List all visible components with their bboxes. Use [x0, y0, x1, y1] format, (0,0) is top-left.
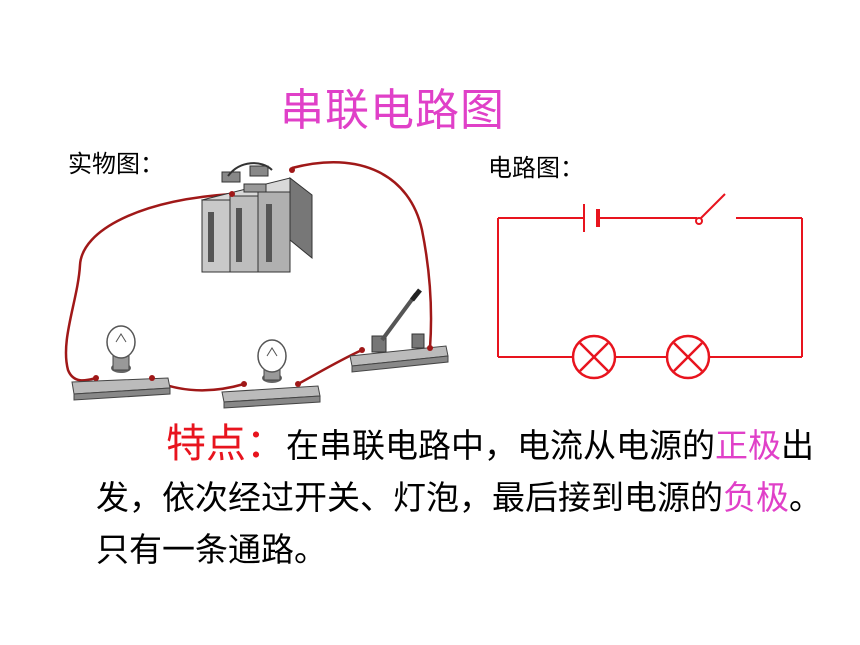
text-part-1: 在串联电路中，电流从电源的: [286, 426, 715, 465]
physical-diagram-label: 实物图：: [68, 150, 164, 178]
switch-symbol: [695, 193, 726, 225]
wire-bulb-to-switch: [297, 348, 363, 386]
battery-pack: [200, 162, 313, 273]
wire-battery-to-bulb: [64, 192, 233, 382]
lamp-2-symbol: [665, 334, 711, 380]
characteristics-heading: 特点：: [166, 421, 286, 467]
text-part-3: 。只有一条通路。: [96, 478, 822, 569]
characteristics-paragraph: 特点：在串联电路中，电流从电源的正极出发，依次经过开关、灯泡，最后接到电源的负极…: [96, 418, 826, 576]
lamp-1-symbol: [571, 334, 617, 380]
bulb-2: [221, 339, 321, 409]
slide-title: 串联电路图: [280, 85, 505, 136]
bulb-1: [71, 325, 171, 401]
knife-switch: [349, 288, 449, 373]
wire-battery-to-switch: [291, 160, 433, 349]
positive-pole-text: 正极: [715, 426, 781, 465]
negative-pole-text: 负极: [723, 478, 789, 517]
battery-symbol: [583, 204, 600, 232]
text-part-2: 出发，依次经过开关、灯泡，最后接到电源的: [96, 426, 814, 517]
circuit-diagram-label: 电路图：: [488, 154, 584, 182]
